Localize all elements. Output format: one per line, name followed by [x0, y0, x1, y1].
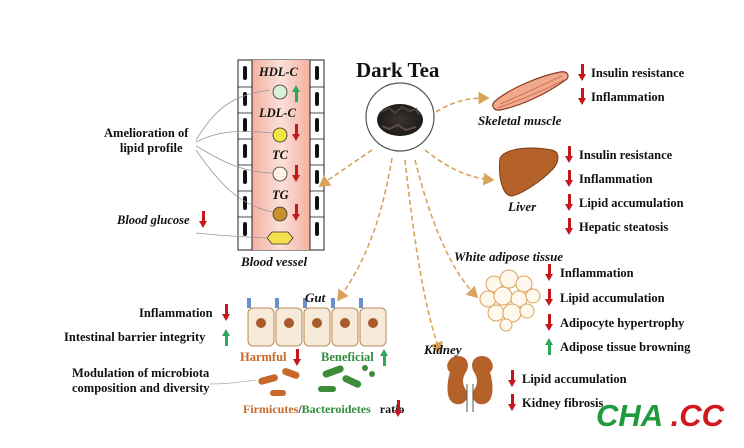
up-arrow-icon [292, 85, 300, 102]
effect-text: Kidney fibrosis [522, 396, 604, 410]
down-arrow-icon [578, 64, 586, 81]
skeletal-muscle-graphic [492, 71, 569, 111]
effect-text: Inflammation [560, 266, 634, 280]
down-arrow-icon [292, 124, 300, 141]
effect-text: Inflammation [591, 90, 665, 104]
effect-text: Hepatic steatosis [579, 220, 669, 234]
down-arrow-icon [545, 289, 553, 306]
barrier-label: Intestinal barrier integrity [64, 330, 206, 344]
down-arrow-icon [565, 170, 573, 187]
down-arrow-icon [508, 394, 516, 411]
down-arrow-icon [293, 349, 301, 366]
effect-text: Insulin resistance [591, 66, 685, 80]
down-arrow-icon [394, 400, 402, 417]
down-arrow-icon [565, 194, 573, 211]
down-arrow-icon [292, 165, 300, 182]
down-arrow-icon [545, 264, 553, 281]
effect-text: Insulin resistance [579, 148, 673, 162]
effect-text: Inflammation [579, 172, 653, 186]
adipose-label: White adipose tissue [454, 249, 564, 264]
effect-text: Adipose tissue browning [560, 340, 691, 354]
up-arrow-icon [222, 329, 230, 346]
down-arrow-icon [199, 211, 207, 228]
down-arrow-icon [565, 218, 573, 235]
marker-hdl-c: HDL-C [259, 65, 298, 79]
beneficial-label: Beneficial [321, 350, 374, 364]
firmicutes-ratio-label: Firmicutes/Bacteroidetes ratio [243, 402, 405, 416]
blood-vessel-label: Blood vessel [241, 254, 308, 269]
blood-glucose-label: Blood glucose [117, 213, 190, 227]
down-arrow-icon [508, 370, 516, 387]
kidney-label: Kidney [424, 342, 462, 357]
microbiota-label: Modulation of microbiota composition and… [72, 366, 210, 395]
down-arrow-icon [578, 88, 586, 105]
page-title: Dark Tea [356, 58, 440, 82]
liver-graphic [499, 147, 559, 197]
down-arrow-icon [545, 314, 553, 331]
blood-vessel-graphic [195, 59, 325, 251]
up-arrow-icon [545, 338, 553, 355]
bacteria-graphic [209, 365, 375, 396]
down-arrow-icon [565, 146, 573, 163]
marker-ldl-c: LDL-C [259, 106, 296, 120]
effect-text: Lipid accumulation [579, 196, 684, 210]
down-arrow-icon [222, 304, 230, 321]
marker-tc: TC [272, 148, 288, 162]
gut-label: Gut [305, 290, 326, 305]
watermark-logo: CHA .CC [596, 398, 725, 433]
effect-arrows [318, 91, 495, 354]
dark-tea-graphic [365, 82, 435, 152]
up-arrow-icon [380, 349, 388, 366]
gut-graphic [247, 298, 387, 347]
skeletal-muscle-label: Skeletal muscle [478, 113, 562, 128]
effect-text: Adipocyte hypertrophy [560, 316, 685, 330]
effect-text: Lipid accumulation [560, 291, 665, 305]
liver-label: Liver [508, 199, 537, 214]
gut-inflammation-label: Inflammation [139, 306, 213, 320]
lipid-profile-label: Amelioration of lipid profile [104, 126, 189, 155]
effect-text: Lipid accumulation [522, 372, 627, 386]
adipose-graphic [479, 269, 541, 332]
down-arrow-icon [292, 204, 300, 221]
marker-tg: TG [272, 188, 289, 202]
kidney-graphic [447, 356, 493, 412]
harmful-label: Harmful [240, 350, 287, 364]
